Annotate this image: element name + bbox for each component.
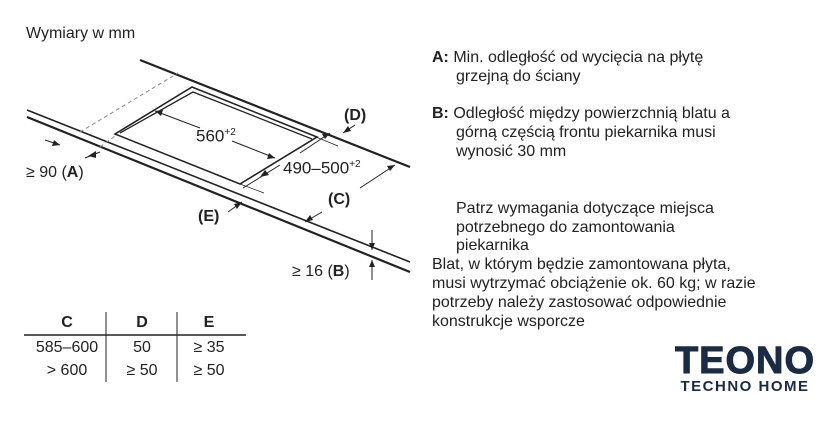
label-c: (C): [328, 191, 351, 208]
depth-value: 490–500: [283, 158, 350, 178]
header-c: C: [61, 314, 73, 331]
note-a: A: Min. odległość od wycięcia na płytę: [432, 48, 703, 67]
wall-edge-line: [139, 58, 411, 169]
note-p-line2: potrzebnego do zamontowania: [456, 219, 675, 236]
title: Wymiary w mm: [26, 25, 136, 42]
note-a-key: A:: [432, 49, 449, 66]
note-a-line2: grzejną do ściany: [456, 68, 581, 85]
note-b: B: Odległość między powierzchnią blatu a: [432, 104, 730, 123]
note-w-line3: potrzeby należy zastosować odpowiednie: [432, 294, 727, 311]
cell-r2-c: > 600: [46, 362, 88, 379]
header-e: E: [203, 314, 215, 331]
label-a: ≥ 90 (A): [26, 163, 84, 182]
label-d: (D): [344, 107, 367, 124]
label-e: (E): [198, 208, 220, 225]
dashed-guide-2: [99, 135, 116, 148]
front-edge-top: [26, 109, 411, 263]
cell-r1-d: 50: [133, 339, 151, 356]
cell-r1-c: 585–600: [35, 339, 99, 356]
cell-r2-e: ≥ 50: [193, 362, 225, 379]
logo-tagline: TECHNO HOME: [680, 378, 810, 395]
note-p-line3: piekarnika: [456, 237, 529, 254]
header-d: D: [136, 314, 148, 331]
note-b-line2: górną częścią frontu piekarnika musi: [456, 124, 716, 141]
note-b-key: B:: [432, 105, 449, 122]
label-b-paren: ): [344, 263, 350, 280]
note-b-line3: wynosić 30 mm: [456, 143, 567, 160]
front-edge-bottom: [26, 115, 411, 274]
label-b-text: ≥ 16 (: [292, 263, 333, 280]
label-b-letter: B: [332, 263, 345, 280]
depth-tolerance: +2: [349, 159, 361, 170]
note-w-line4: konstrukcje wsporcze: [432, 313, 585, 330]
cell-r2-d: ≥ 50: [126, 362, 158, 379]
teono-logo: TEONO TECHNO HOME: [660, 340, 830, 396]
note-a-line1: Min. odległość od wycięcia na płytę: [453, 49, 704, 66]
note-w-line1: Blat, w którym będzie zamontowana płyta,: [432, 256, 731, 273]
dashed-guide: [79, 72, 179, 133]
note-b-line1: Odległość między powierzchnią blatu a: [453, 105, 730, 122]
note-p-line1: Patrz wymagania dotyczące miejsca: [456, 200, 714, 217]
note-w-line2: musi wytrzymać obciążenie ok. 60 kg; w r…: [432, 275, 756, 292]
width-value: 560: [196, 126, 225, 146]
table-grid: [24, 312, 246, 382]
width-tolerance: +2: [224, 127, 236, 138]
label-b: ≥ 16 (B): [292, 262, 350, 281]
depth-dimension: 490–500+2: [283, 155, 361, 178]
cell-r1-e: ≥ 35: [193, 339, 225, 356]
logo-brand: TEONO: [674, 340, 816, 382]
width-dimension: 560+2: [196, 123, 236, 146]
cutout-inner: [119, 91, 313, 140]
label-a-paren: ): [78, 164, 84, 181]
label-a-text: ≥ 90 (: [26, 164, 67, 181]
label-a-letter: A: [66, 164, 79, 181]
